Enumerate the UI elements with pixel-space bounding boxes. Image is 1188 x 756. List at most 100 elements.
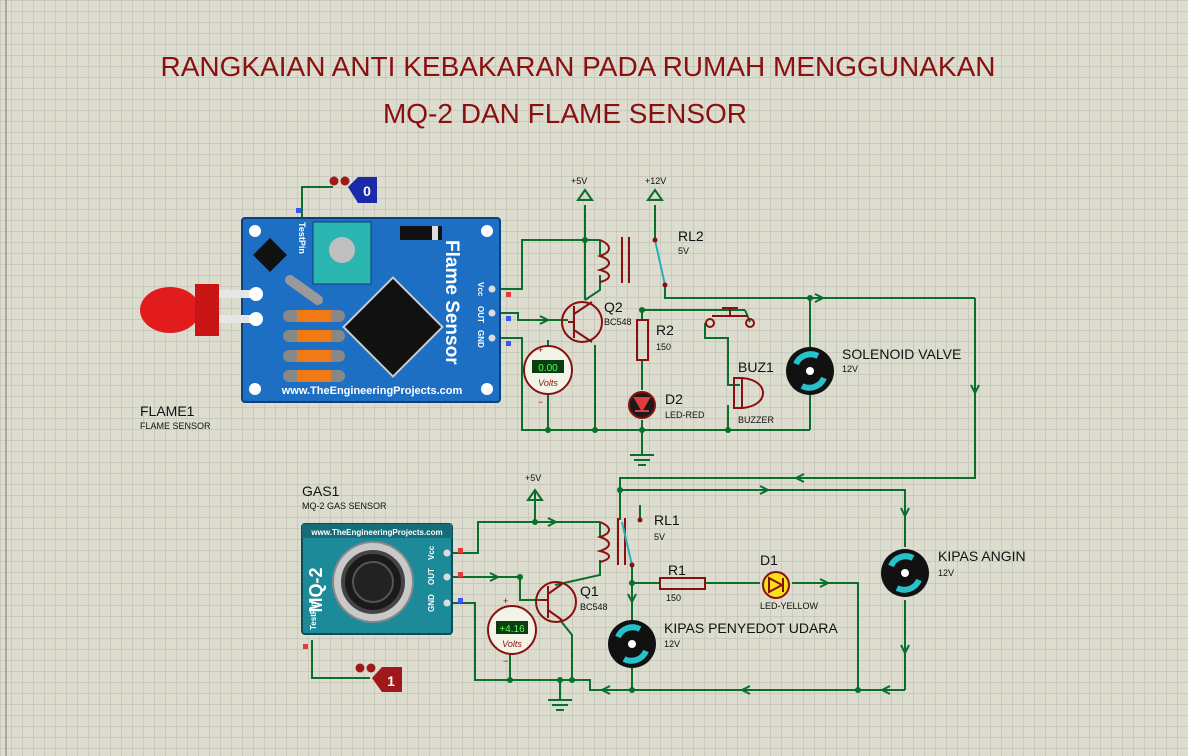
kipas-penyedot-udara[interactable]: KIPAS PENYEDOT UDARA 12V <box>608 620 838 668</box>
gas-ref-label: GAS1 <box>302 483 340 499</box>
gas-sensor-module[interactable]: www.TheEngineeringProjects.com MQ-2 Test… <box>301 523 453 635</box>
gas-pin-vcc-label: Vcc <box>427 545 436 560</box>
rl1-contact-2 <box>629 562 635 568</box>
buz1-ref: BUZ1 <box>738 359 774 375</box>
power-12v-label: +12V <box>645 176 666 186</box>
flame-ir-led-icon <box>140 287 200 333</box>
resistor-r2[interactable]: R2 150 <box>636 319 674 361</box>
flame-pot-knob-icon[interactable] <box>329 237 355 263</box>
flame-diode-band <box>432 226 438 240</box>
ground-top <box>630 454 654 466</box>
led-d2[interactable]: D2 LED-RED <box>628 391 705 420</box>
d1-arrow-icon <box>768 576 785 594</box>
junction-dots <box>507 237 861 693</box>
r2-value: 150 <box>656 342 671 352</box>
gas-pin-out[interactable] <box>443 573 451 581</box>
power-5v-top[interactable]: +5V <box>571 176 594 201</box>
resistor-r1[interactable]: R1 150 <box>659 562 706 603</box>
flame-hole-2 <box>249 312 263 326</box>
q2-ref: Q2 <box>604 299 623 315</box>
rl2-contact-2 <box>662 282 668 288</box>
gas-voltmeter-plus: + <box>503 596 508 606</box>
solenoid-ref: SOLENOID VALVE <box>842 346 961 362</box>
gas-voltmeter[interactable]: +4.16 Volts + − <box>487 596 537 666</box>
title-line-2: MQ-2 DAN FLAME SENSOR <box>383 98 747 129</box>
gas-board-text: MQ-2 <box>306 568 326 613</box>
power-12v[interactable]: +12V <box>645 176 666 201</box>
buz1-value: BUZZER <box>738 415 775 425</box>
gas-probe-dot-2 <box>366 663 376 673</box>
pushbutton-switch[interactable] <box>705 307 755 328</box>
transistor-q2[interactable]: Q2 BC548 <box>561 299 632 343</box>
flame-pin-gnd-label: GND <box>476 330 485 348</box>
q2-value: BC548 <box>604 317 632 327</box>
kipas-penyedot-ref: KIPAS PENYEDOT UDARA <box>664 620 838 636</box>
flame-pin-out-label: OUT <box>476 306 485 323</box>
gas-pin-out-label: OUT <box>427 568 436 585</box>
flame-board-text: Flame Sensor <box>441 240 462 365</box>
flame-hole-1 <box>249 287 263 301</box>
buzzer-buz1[interactable]: BUZ1 BUZZER <box>733 359 775 425</box>
kipas-angin-ref: KIPAS ANGIN <box>938 548 1026 564</box>
power-5v-bottom[interactable]: +5V <box>525 473 544 501</box>
q1-ref: Q1 <box>580 583 599 599</box>
pin-marker-gas-gnd <box>458 598 463 603</box>
flame-voltmeter-lcd <box>532 360 564 373</box>
flame-mount-hole-4 <box>481 383 493 395</box>
pin-marker-gas-vcc <box>458 548 463 553</box>
pin-marker-gas-out <box>458 572 463 577</box>
rl2-value: 5V <box>678 246 689 256</box>
probe-dot-2 <box>340 176 350 186</box>
flame-sensor-module[interactable]: Flame Sensor TestPin Vcc OUT GND www.The… <box>140 217 501 403</box>
title-line-1: RANGKAIAN ANTI KEBAKARAN PADA RUMAH MENG… <box>161 51 996 82</box>
pin-marker-flame-gnd <box>506 341 511 346</box>
flame-ir-led-base-icon <box>195 284 219 336</box>
pin-marker-flame-test <box>296 208 301 213</box>
flame-pin-gnd[interactable] <box>488 334 496 342</box>
d2-value: LED-RED <box>665 410 705 420</box>
gas-probe-value: 1 <box>387 673 395 689</box>
led-d1[interactable]: D1 LED-YELLOW <box>760 552 819 611</box>
flame-logic-probe[interactable]: 0 <box>329 176 378 204</box>
probe-dot-1 <box>329 176 339 186</box>
gas-pin-gnd[interactable] <box>443 599 451 607</box>
pin-marker-gas-test <box>303 644 308 649</box>
gas-website-label: www.TheEngineeringProjects.com <box>310 528 442 537</box>
solenoid-rotation-icon <box>793 351 827 391</box>
kipas-angin[interactable]: KIPAS ANGIN 12V <box>881 548 1026 597</box>
relay-rl1[interactable]: RL1 5V <box>596 512 680 568</box>
flame-pin-out[interactable] <box>488 309 496 317</box>
wire-arrows <box>489 293 980 695</box>
kipas-angin-rotation-icon <box>888 553 922 593</box>
gas-testpin-label: TestPin <box>309 602 318 630</box>
flame-small-chip-icon <box>253 238 287 272</box>
power-5v-top-label: +5V <box>571 176 587 186</box>
flame-pin-vcc[interactable] <box>488 285 496 293</box>
flame-led-leg-2 <box>219 315 257 323</box>
flame-voltmeter[interactable]: 0.00 Volts + − <box>523 345 573 407</box>
gas-sensor-inner <box>352 561 394 603</box>
flame-mount-hole-1 <box>249 225 261 237</box>
flame-mount-hole-2 <box>481 225 493 237</box>
solenoid-center <box>806 367 814 375</box>
gas-voltmeter-minus: − <box>503 656 508 666</box>
gas-pin-vcc[interactable] <box>443 549 451 557</box>
d2-ref: D2 <box>665 391 683 407</box>
transistor-q1[interactable]: Q1 BC548 <box>535 581 608 623</box>
flame-type-label: FLAME SENSOR <box>140 421 211 431</box>
flame-website-label: www.TheEngineeringProjects.com <box>281 385 463 397</box>
rl1-ref: RL1 <box>654 512 680 528</box>
kipas-angin-value: 12V <box>938 568 954 578</box>
flame-ref-label: FLAME1 <box>140 403 195 419</box>
solenoid-valve[interactable]: SOLENOID VALVE 12V <box>786 346 961 395</box>
gas-logic-probe[interactable]: 1 <box>355 663 403 693</box>
flame-probe-tag <box>348 177 377 203</box>
r2-ref: R2 <box>656 322 674 338</box>
flame-voltmeter-minus: − <box>538 397 543 407</box>
flame-board-diode-icon <box>400 226 442 240</box>
flame-resistor-band-1 <box>297 310 331 322</box>
relay-rl2[interactable]: RL2 5V <box>596 228 704 288</box>
gas-probe-tag <box>372 667 402 692</box>
ground-bottom <box>548 699 572 711</box>
